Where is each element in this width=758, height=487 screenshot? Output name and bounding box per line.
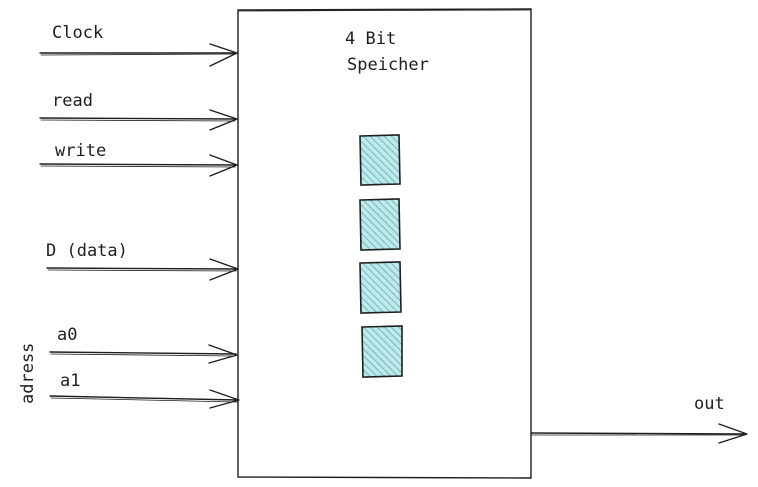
a1-label: a1 [60, 371, 80, 391]
clock-label: Clock [52, 23, 103, 43]
memory-cell-1 [359, 198, 401, 251]
a0-label: a0 [57, 325, 77, 345]
input-a0: a0 [49, 325, 238, 364]
memory-cells [359, 134, 403, 378]
block-title-line1: 4 Bit [345, 29, 396, 49]
memory-block [237, 8, 532, 479]
block-title-line2: Speicher [347, 55, 429, 75]
out-label: out [694, 394, 725, 414]
memory-cell-0 [359, 134, 401, 186]
output-out: out [530, 394, 748, 444]
input-data: D (data) [46, 241, 239, 281]
read-label: read [52, 91, 93, 111]
adress-group-label: adress [18, 343, 38, 404]
input-a1: a1 [49, 371, 240, 409]
input-write: write [39, 141, 238, 177]
memory-cell-2 [359, 261, 402, 314]
write-label: write [55, 141, 106, 161]
data-label: D (data) [46, 241, 128, 261]
input-clock: Clock [39, 23, 238, 67]
memory-cell-3 [361, 325, 403, 378]
input-read: read [39, 91, 238, 131]
